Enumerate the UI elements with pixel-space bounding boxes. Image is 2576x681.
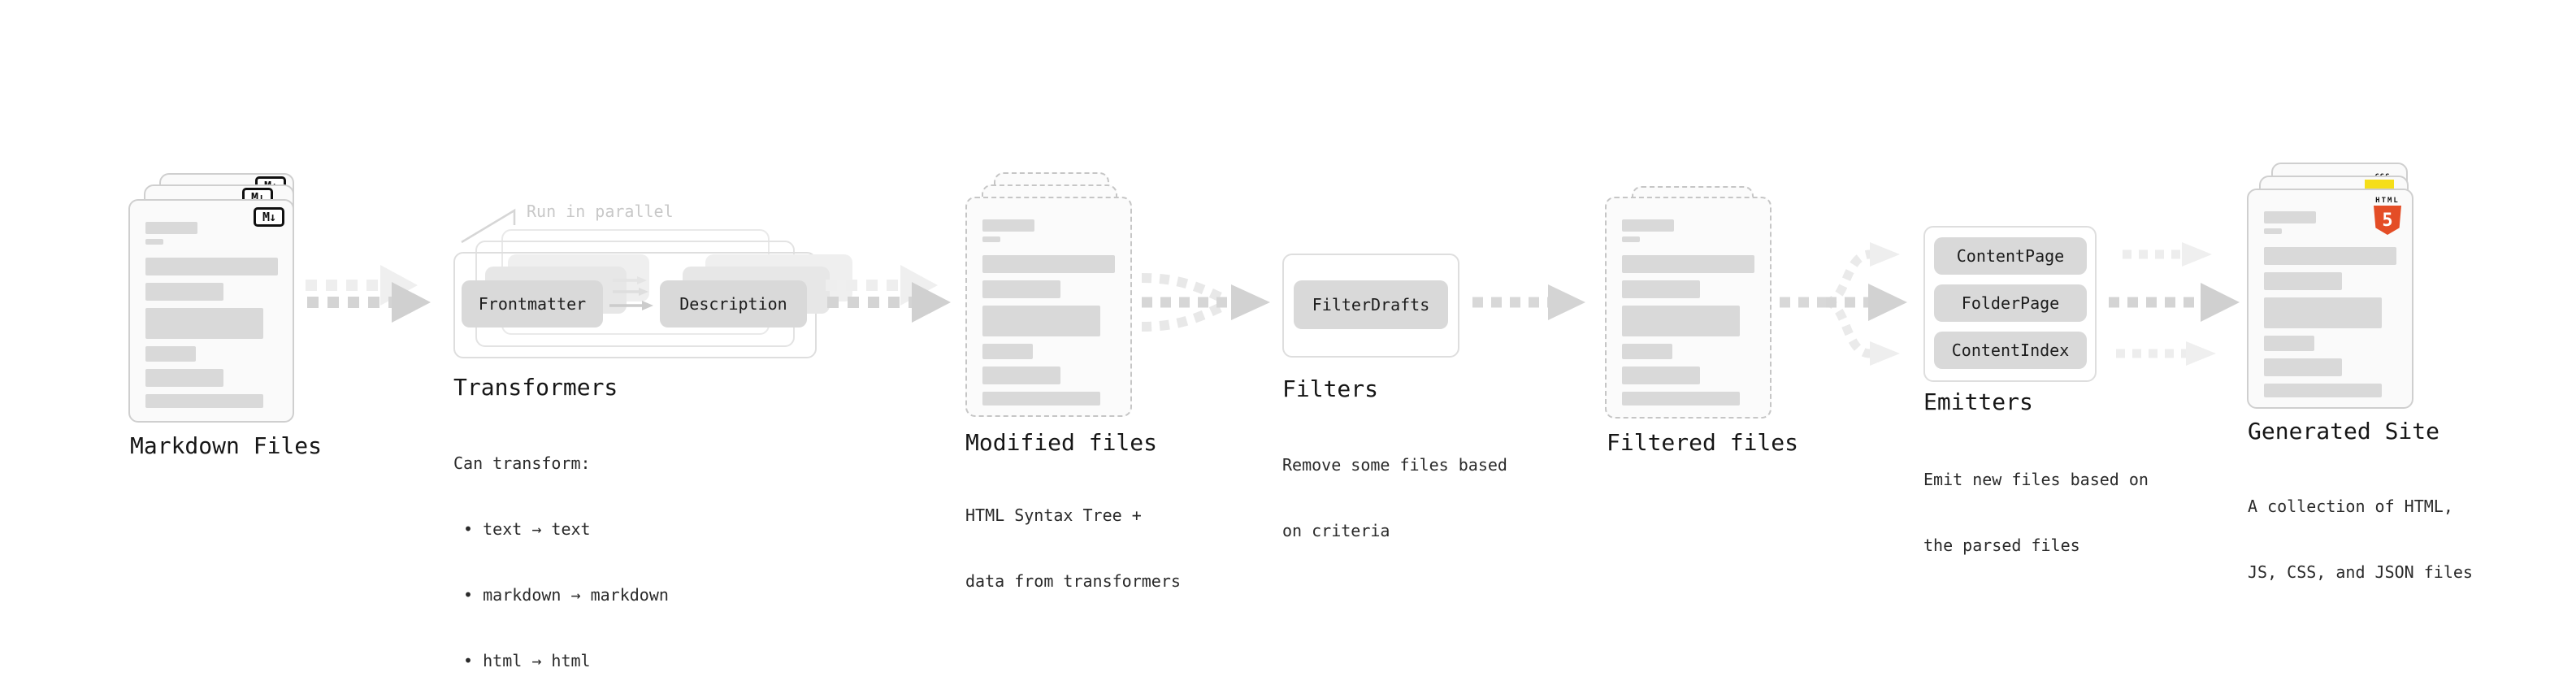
text-line-bar	[982, 344, 1033, 359]
text-line-bar	[1622, 306, 1740, 336]
text-line-bar	[982, 236, 1000, 242]
emitters-frame	[1923, 226, 2097, 382]
contentpage-emitter: ContentPage	[1934, 237, 2087, 275]
text-line-bar	[982, 255, 1115, 273]
text-line-bar	[145, 239, 163, 245]
filtered-file-card-front	[1605, 197, 1772, 419]
text-line-bar	[982, 392, 1100, 406]
modified-files-description: HTML Syntax Tree + data from transformer…	[965, 505, 1181, 591]
document-text-lines	[2264, 211, 2396, 397]
frontmatter-transformer: Frontmatter	[462, 280, 603, 327]
markdown-files-label: Markdown Files	[130, 432, 323, 459]
filters-frame	[1282, 254, 1459, 358]
arrow-modified-to-filters-icon	[1141, 273, 1270, 332]
text-line-bar	[982, 219, 1034, 232]
arrow-emitters-to-generated-icon	[2109, 242, 2240, 366]
text-line-bar	[982, 280, 1060, 298]
filters-label: Filters	[1282, 375, 1379, 402]
text-line-bar	[982, 306, 1100, 336]
modified-file-card-front	[965, 197, 1132, 417]
generated-site-description: A collection of HTML, JS, CSS, and JSON …	[2248, 497, 2473, 582]
text-line-bar	[145, 258, 278, 275]
text-line-bar	[145, 308, 263, 339]
filterdrafts-filter: FilterDrafts	[1294, 280, 1448, 329]
filters-description: Remove some files based on criteria	[1282, 455, 1507, 540]
text-line-bar	[1622, 255, 1754, 273]
document-text-lines	[982, 219, 1115, 406]
contentindex-emitter: ContentIndex	[1934, 332, 2087, 369]
text-line-bar	[1622, 219, 1674, 232]
arrow-filters-to-filtered-icon	[1472, 284, 1585, 320]
markdown-icon: M↓	[254, 207, 284, 227]
text-line-bar	[2264, 384, 2382, 397]
text-line-bar	[145, 369, 223, 387]
text-line-bar	[982, 367, 1060, 384]
folderpage-emitter: FolderPage	[1934, 284, 2087, 322]
generated-site-label: Generated Site	[2248, 418, 2440, 445]
text-line-bar	[2264, 272, 2342, 290]
markdown-file-card-front: M↓	[128, 199, 294, 423]
emitters-label: Emitters	[1923, 388, 2033, 415]
transformers-label: Transformers	[453, 374, 618, 401]
emitters-description: Emit new files based on the parsed files	[1923, 470, 2149, 555]
arrow-filtered-to-emitters-icon	[1780, 242, 1907, 366]
text-line-bar	[1622, 344, 1672, 359]
arrow-transformers-to-modified-icon	[826, 265, 951, 323]
text-line-bar	[2264, 297, 2382, 328]
document-text-lines	[1622, 219, 1754, 406]
text-line-bar	[1622, 236, 1640, 242]
run-in-parallel-leader-line	[461, 208, 516, 244]
html5-icon: HTML 5	[2371, 197, 2404, 235]
transformers-description: Can transform: • text → text • markdown …	[453, 453, 669, 670]
modified-files-label: Modified files	[965, 429, 1158, 456]
document-text-lines	[145, 222, 278, 408]
text-line-bar	[1622, 392, 1740, 406]
text-line-bar	[2264, 358, 2342, 376]
arrow-markdown-to-transformers-icon	[306, 265, 431, 323]
filtered-files-label: Filtered files	[1607, 429, 1799, 456]
generated-file-card-front: HTML 5	[2247, 189, 2413, 409]
text-line-bar	[145, 222, 197, 234]
text-line-bar	[145, 283, 223, 301]
text-line-bar	[2264, 211, 2316, 223]
text-line-bar	[1622, 367, 1700, 384]
text-line-bar	[2264, 336, 2314, 351]
transformer-flow-arrows-icon	[609, 276, 653, 310]
text-line-bar	[145, 394, 263, 408]
text-line-bar	[2264, 247, 2396, 265]
text-line-bar	[1622, 280, 1700, 298]
text-line-bar	[145, 346, 196, 362]
description-transformer: Description	[660, 280, 807, 327]
text-line-bar	[2264, 228, 2282, 234]
run-in-parallel-annotation: Run in parallel	[527, 202, 674, 221]
